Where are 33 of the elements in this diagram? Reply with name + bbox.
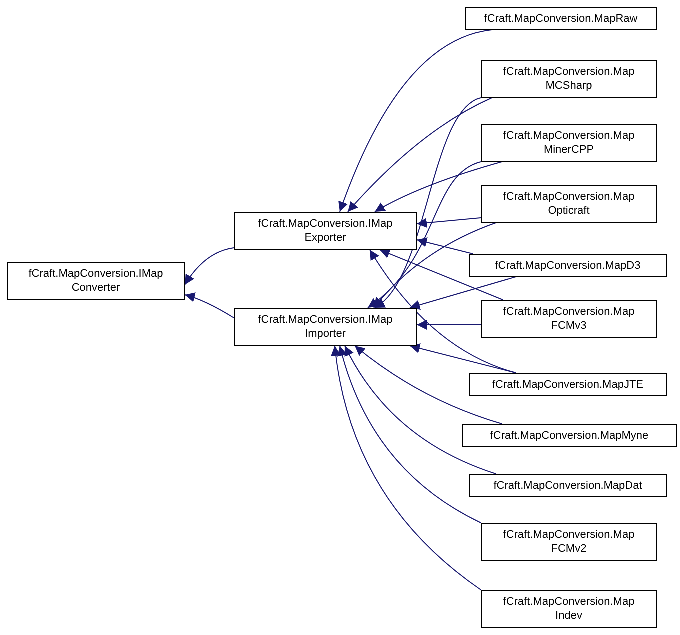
inheritance-arrow — [370, 250, 516, 374]
class-box: fCraft.MapConversion.Map MCSharp — [481, 60, 657, 98]
inheritance-arrow — [354, 346, 502, 424]
inheritance-arrow — [374, 162, 502, 212]
inheritance-arrow — [368, 162, 482, 308]
class-box: fCraft.MapConversion.MapD3 — [469, 254, 667, 277]
inheritance-arrow — [416, 238, 474, 254]
inheritance-arrow — [416, 320, 482, 330]
inheritance-arrow — [380, 249, 504, 300]
inheritance-arrow — [410, 276, 516, 310]
inheritance-arrow — [348, 98, 492, 212]
inheritance-arrow — [184, 248, 234, 286]
class-box: fCraft.MapConversion.Map FCMv2 — [481, 523, 657, 561]
class-box: fCraft.MapConversion.IMap Exporter — [234, 212, 417, 250]
inheritance-arrow — [416, 218, 482, 228]
class-box: fCraft.MapConversion.MapMyne — [462, 424, 677, 447]
inheritance-arrow — [374, 222, 496, 308]
class-box: fCraft.MapConversion.Map Opticraft — [481, 185, 657, 223]
inheritance-arrow — [184, 292, 234, 318]
class-box: fCraft.MapConversion.Map Indev — [481, 590, 657, 628]
class-box: fCraft.MapConversion.MapDat — [469, 474, 667, 497]
inheritance-arrow — [374, 98, 482, 308]
inheritance-arrow — [344, 346, 496, 474]
class-box: fCraft.MapConversion.IMap Importer — [234, 308, 417, 346]
inheritance-arrow — [338, 30, 492, 212]
class-box: fCraft.MapConversion.MapJTE — [469, 373, 667, 396]
inheritance-arrow — [338, 346, 482, 524]
inheritance-arrow — [331, 346, 482, 590]
class-box: fCraft.MapConversion.Map MinerCPP — [481, 124, 657, 162]
class-box: fCraft.MapConversion.IMap Converter — [7, 262, 185, 300]
class-box: fCraft.MapConversion.Map FCMv3 — [481, 300, 657, 338]
class-box: fCraft.MapConversion.MapRaw — [465, 7, 657, 30]
inheritance-arrow — [410, 344, 516, 374]
